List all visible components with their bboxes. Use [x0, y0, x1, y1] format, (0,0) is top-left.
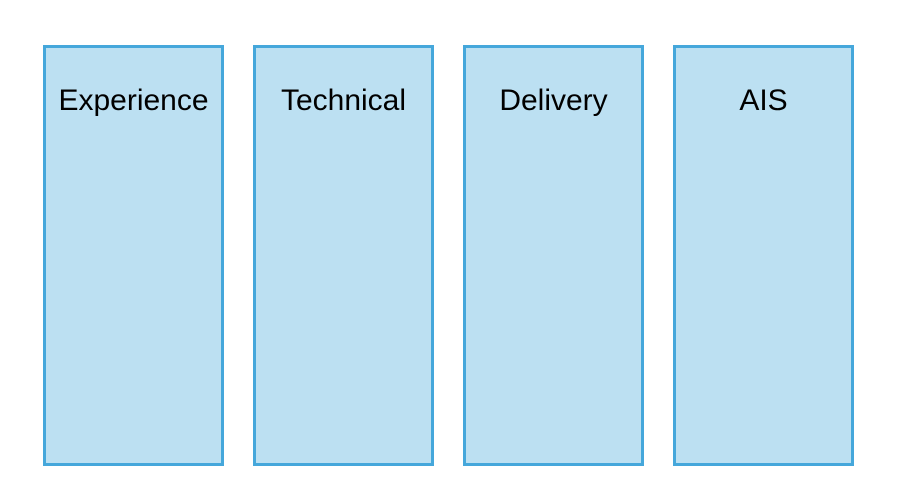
column-experience-label: Experience	[58, 84, 209, 117]
column-technical[interactable]: Technical	[253, 45, 434, 466]
column-ais-label: AIS	[739, 84, 788, 117]
column-experience[interactable]: Experience	[43, 45, 224, 466]
column-delivery-label: Delivery	[499, 84, 608, 117]
column-delivery[interactable]: Delivery	[463, 45, 644, 466]
column-ais[interactable]: AIS	[673, 45, 854, 466]
column-technical-label: Technical	[280, 84, 407, 117]
